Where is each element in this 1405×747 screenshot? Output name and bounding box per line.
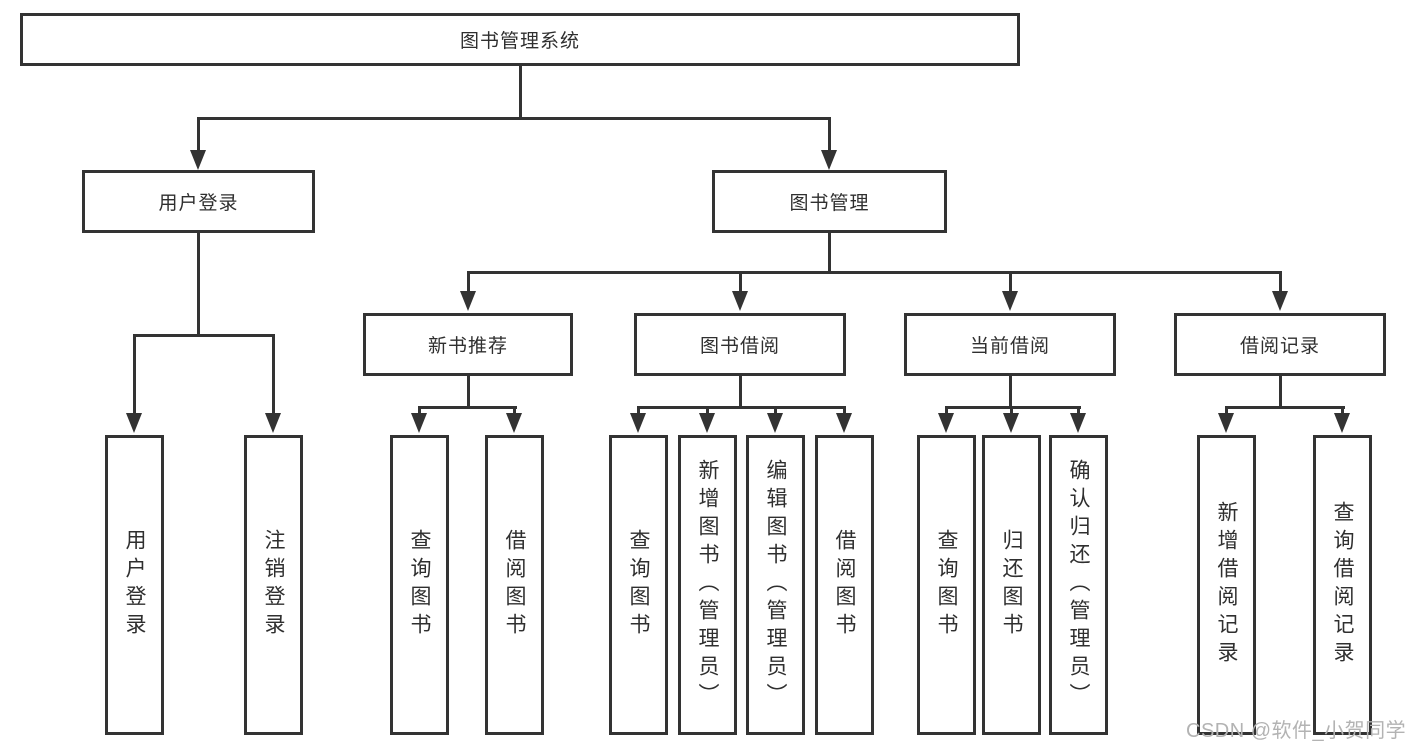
arrowhead-down-icon — [506, 413, 522, 433]
arrowhead-down-icon — [1218, 413, 1234, 433]
csdn-watermark: CSDN @软件_小贺同学 — [1186, 720, 1405, 742]
arrowhead-down-icon — [821, 150, 837, 170]
leaf-query-books: 查询图书 — [390, 435, 449, 735]
node-book-management: 图书管理 — [712, 170, 947, 233]
connector-line — [828, 117, 831, 153]
connector-line — [637, 406, 640, 416]
node-label: 用户登录 — [158, 193, 239, 214]
connector-line — [1077, 406, 1080, 416]
leaf-user-login: 用户登录 — [105, 435, 164, 735]
arrowhead-down-icon — [126, 413, 142, 433]
connector-line — [828, 231, 831, 274]
connector-rail — [133, 334, 275, 337]
arrowhead-down-icon — [767, 413, 783, 433]
node-label: 查询图书 — [627, 529, 650, 641]
connector-line — [774, 406, 777, 416]
arrowhead-down-icon — [836, 413, 852, 433]
node-label: 归还图书 — [1000, 529, 1023, 641]
arrowhead-down-icon — [630, 413, 646, 433]
arrowhead-down-icon — [265, 413, 281, 433]
arrowhead-down-icon — [699, 413, 715, 433]
connector-line — [1341, 406, 1344, 416]
arrowhead-down-icon — [411, 413, 427, 433]
connector-line — [1279, 271, 1282, 294]
leaf-add-borrow-record: 新增借阅记录 — [1197, 435, 1256, 735]
arrowhead-down-icon — [460, 291, 476, 311]
connector-line — [739, 374, 742, 409]
node-label: 新增借阅记录 — [1215, 501, 1238, 669]
connector-line — [467, 271, 470, 294]
connector-line — [197, 231, 200, 336]
leaf-borrow-books: 借阅图书 — [485, 435, 544, 735]
connector-line — [843, 406, 846, 416]
connector-line — [1279, 374, 1282, 409]
connector-line — [133, 334, 136, 416]
connector-line — [467, 374, 470, 409]
connector-line — [513, 406, 516, 416]
connector-line — [1009, 271, 1012, 294]
leaf-query-books: 查询图书 — [917, 435, 976, 735]
arrowhead-down-icon — [1070, 413, 1086, 433]
connector-rail — [418, 406, 517, 409]
node-label: 借阅图书 — [503, 529, 526, 641]
arrowhead-down-icon — [938, 413, 954, 433]
node-label: 当前借阅 — [969, 336, 1050, 357]
node-label: 编辑图书（管理员） — [764, 459, 787, 711]
arrowhead-down-icon — [1334, 413, 1350, 433]
connector-line — [519, 64, 522, 119]
connector-line — [272, 334, 275, 416]
leaf-confirm-return-admin: 确认归还（管理员） — [1049, 435, 1108, 735]
node-label: 借阅记录 — [1239, 336, 1320, 357]
node-borrowing-records: 借阅记录 — [1174, 313, 1386, 376]
node-label: 确认归还（管理员） — [1067, 459, 1090, 711]
connector-line — [739, 271, 742, 294]
leaf-return-books: 归还图书 — [982, 435, 1041, 735]
leaf-edit-books-admin: 编辑图书（管理员） — [746, 435, 805, 735]
connector-rail — [637, 406, 846, 409]
arrowhead-down-icon — [1003, 413, 1019, 433]
node-book-borrowing: 图书借阅 — [634, 313, 846, 376]
connector-line — [706, 406, 709, 416]
connector-rail — [197, 117, 831, 120]
connector-rail — [1225, 406, 1345, 409]
node-label: 图书借阅 — [699, 336, 780, 357]
connector-line — [418, 406, 421, 416]
node-label: 图书管理 — [789, 193, 870, 214]
leaf-logout: 注销登录 — [244, 435, 303, 735]
connector-line — [1010, 406, 1013, 416]
node-current-borrowing: 当前借阅 — [904, 313, 1116, 376]
leaf-borrow-books: 借阅图书 — [815, 435, 874, 735]
arrowhead-down-icon — [732, 291, 748, 311]
leaf-query-books: 查询图书 — [609, 435, 668, 735]
node-label: 新书推荐 — [427, 336, 508, 357]
node-label: 用户登录 — [123, 529, 146, 641]
arrowhead-down-icon — [1272, 291, 1288, 311]
connector-line — [197, 117, 200, 153]
node-label: 注销登录 — [262, 529, 285, 641]
node-label: 查询借阅记录 — [1331, 501, 1354, 669]
leaf-add-books-admin: 新增图书（管理员） — [678, 435, 737, 735]
arrowhead-down-icon — [1002, 291, 1018, 311]
arrowhead-down-icon — [190, 150, 206, 170]
leaf-query-borrow-record: 查询借阅记录 — [1313, 435, 1372, 735]
connector-rail — [467, 271, 1282, 274]
node-label: 图书管理系统 — [459, 31, 580, 52]
node-library-management-system: 图书管理系统 — [20, 13, 1020, 66]
node-label: 借阅图书 — [833, 529, 856, 641]
node-label: 新增图书（管理员） — [696, 459, 719, 711]
connector-line — [1225, 406, 1228, 416]
connector-line — [945, 406, 948, 416]
connector-rail — [945, 406, 1081, 409]
connector-line — [1009, 374, 1012, 409]
node-user-login: 用户登录 — [82, 170, 315, 233]
node-new-book-recommendation: 新书推荐 — [363, 313, 573, 376]
node-label: 查询图书 — [935, 529, 958, 641]
node-label: 查询图书 — [408, 529, 431, 641]
